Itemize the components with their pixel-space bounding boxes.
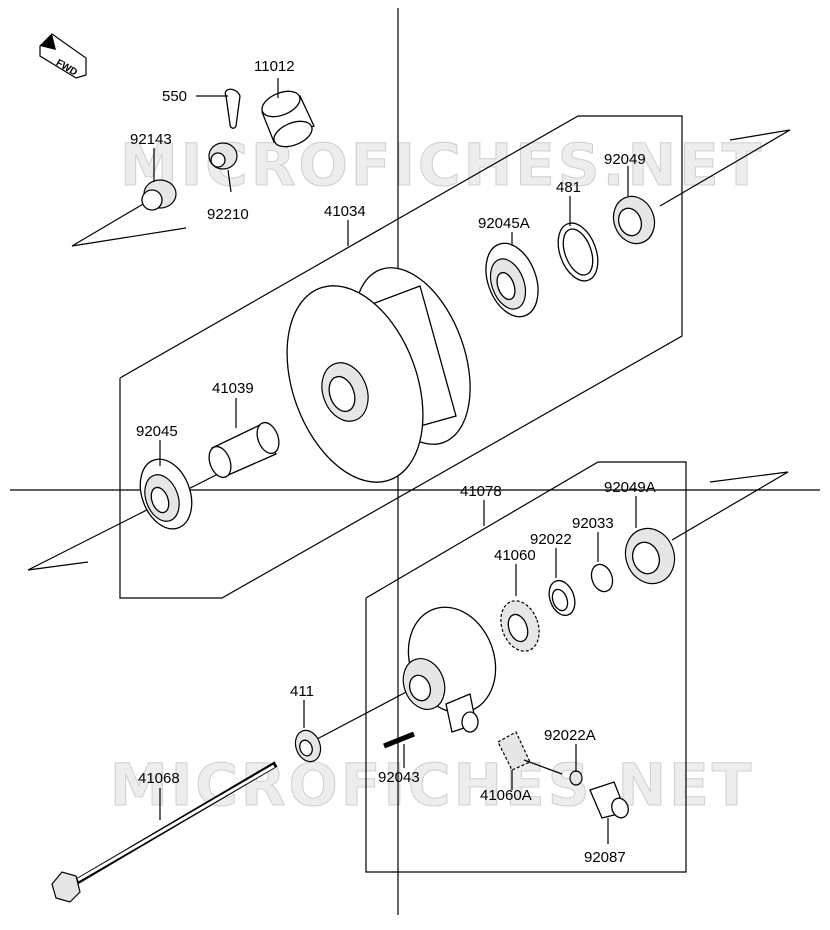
label-481: 481 <box>556 179 581 196</box>
label-41068: 41068 <box>138 770 180 787</box>
label-92043: 92043 <box>378 769 420 786</box>
watermark-bottom: MICROFICHES.NET <box>110 751 754 819</box>
label-92087: 92087 <box>584 849 626 866</box>
label-41060A: 41060A <box>480 787 532 804</box>
part-92033-ring <box>590 563 614 593</box>
axis-line-housing <box>299 689 411 749</box>
label-41034: 41034 <box>324 203 366 220</box>
part-92049-oil-seal <box>612 195 656 245</box>
part-11012-collar <box>261 90 315 148</box>
label-92049: 92049 <box>604 151 646 168</box>
axis-tick-left <box>27 561 89 571</box>
part-92045-bearing <box>139 458 193 530</box>
label-92022A: 92022A <box>544 727 596 744</box>
label-92022: 92022 <box>530 531 572 548</box>
label-41039: 41039 <box>212 380 254 397</box>
part-92049a-seal <box>624 527 676 585</box>
axis-line-left <box>27 467 231 571</box>
watermark-top: MICROFICHES.NET <box>120 131 764 199</box>
axis-tick-right <box>729 129 791 141</box>
hub-assembly-bracket <box>119 115 683 599</box>
axis-line-collar <box>71 199 151 247</box>
label-11012: 11012 <box>254 58 295 75</box>
label-41060: 41060 <box>494 547 536 564</box>
part-92022-washer <box>548 579 576 617</box>
label-550: 550 <box>162 88 187 105</box>
part-550-cotter-pin <box>224 88 241 129</box>
gear-housing-bracket <box>365 461 687 873</box>
part-92022a-washer <box>569 770 583 786</box>
axis-tick-seal <box>709 471 789 483</box>
part-92210-nut <box>208 142 238 170</box>
fwd-arrow-icon: FWD <box>39 33 87 79</box>
part-92087-bushing <box>589 781 629 819</box>
part-41068-axle <box>51 761 278 903</box>
label-92033: 92033 <box>572 515 614 532</box>
part-92143-collar <box>141 179 177 211</box>
axis-tick-collar <box>71 227 187 247</box>
label-41078: 41078 <box>460 483 502 500</box>
part-92045a-bearing <box>485 242 539 318</box>
gear-housing <box>402 606 497 733</box>
axis-line-right <box>659 129 791 207</box>
part-41060a-pinion <box>497 731 563 775</box>
part-41039-spacer <box>208 421 280 479</box>
part-41060-gear <box>500 600 540 652</box>
leader-lines <box>153 78 637 844</box>
label-92045: 92045 <box>136 423 178 440</box>
label-92049A: 92049A <box>604 479 656 496</box>
axis-line-seal <box>671 471 789 541</box>
label-92210: 92210 <box>207 206 249 223</box>
part-92043-pin <box>383 731 415 749</box>
label-92045A: 92045A <box>478 215 530 232</box>
part-481-circlip <box>557 222 599 282</box>
label-411: 411 <box>290 683 314 700</box>
part-41034-hub <box>286 267 471 483</box>
part-411-washer <box>294 729 322 763</box>
label-92143: 92143 <box>130 131 172 148</box>
